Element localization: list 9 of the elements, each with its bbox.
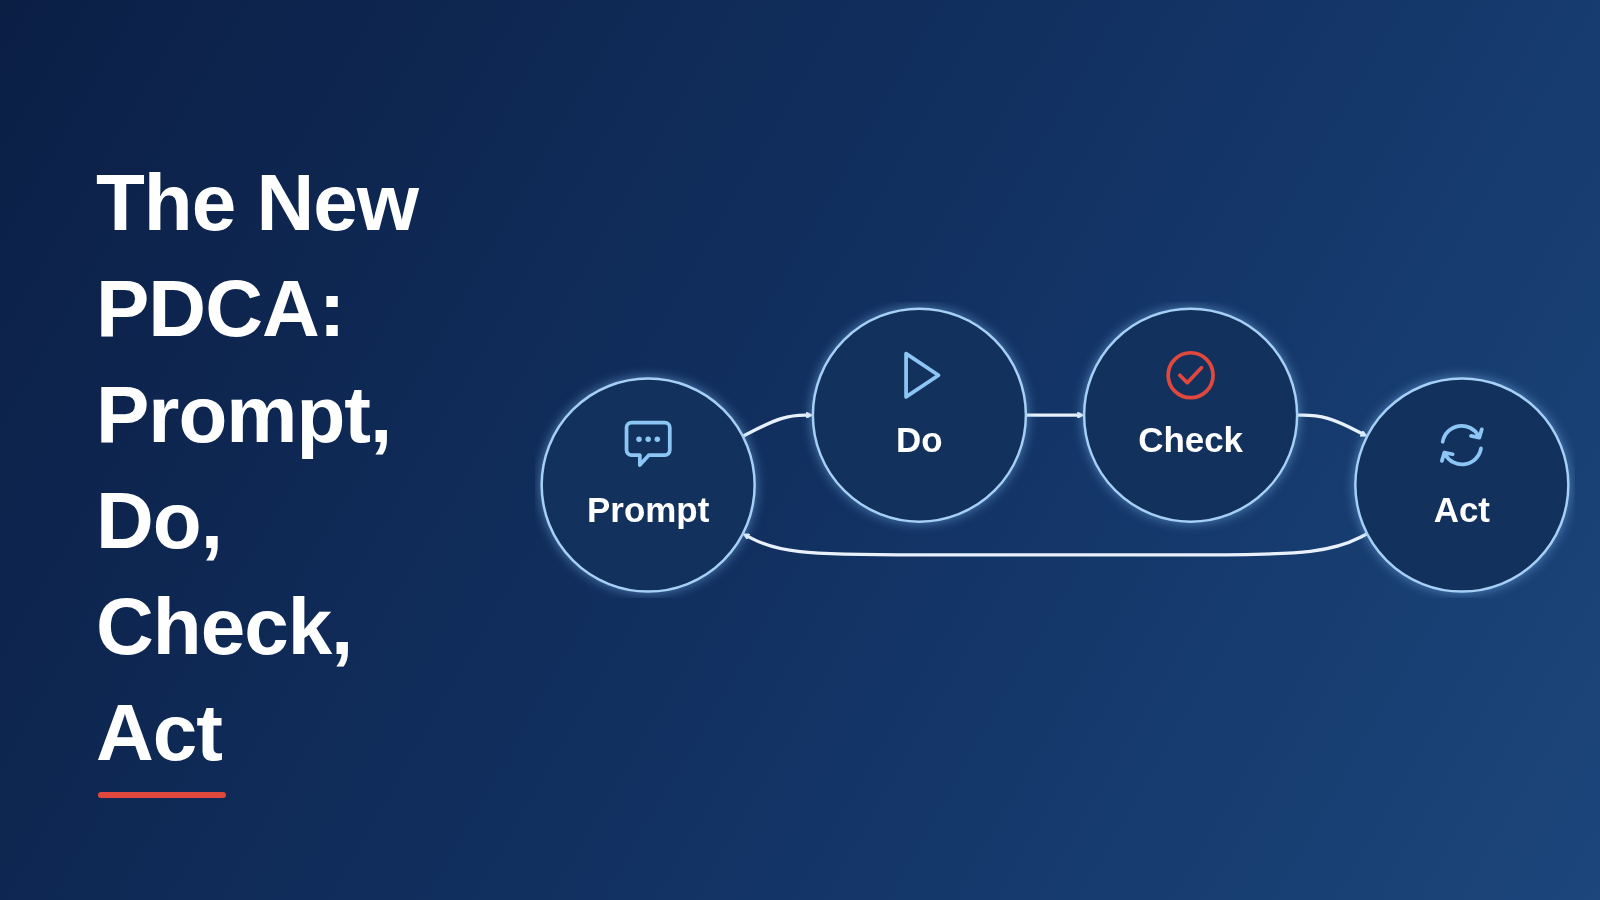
node-circle: Check [1082,307,1299,523]
arrow [742,532,1368,557]
arrow [742,411,814,438]
arrow [1297,413,1368,437]
title: The New PDCA: Prompt, Do, Check, Act [96,157,420,779]
node-circle: Act [1354,377,1570,593]
arrow [1025,411,1085,419]
node-circle: Do [811,307,1028,523]
node-circle: Prompt [540,377,756,593]
